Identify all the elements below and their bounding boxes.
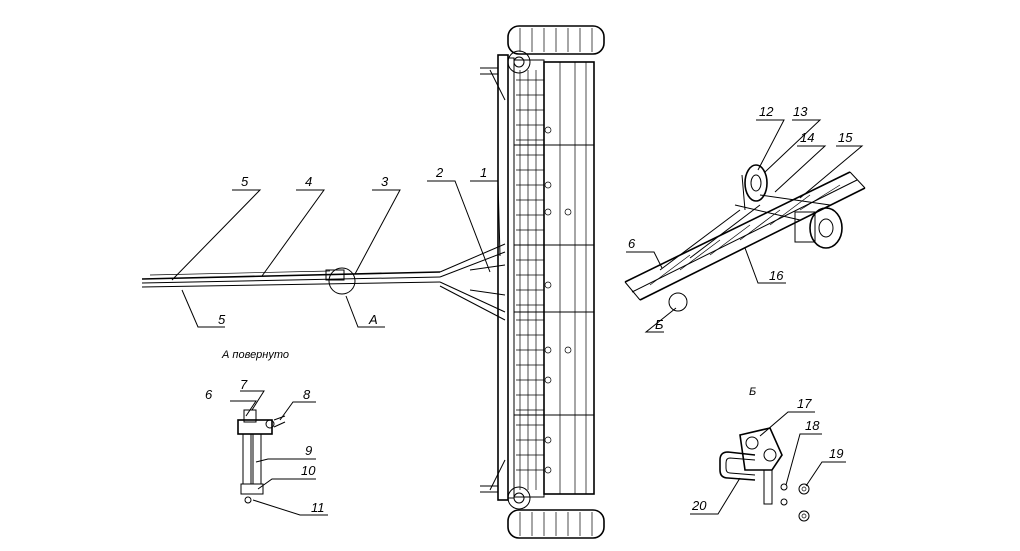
callout-9: 9 — [305, 443, 312, 458]
detail-a — [237, 409, 286, 504]
transport-wheel-bottom — [507, 486, 605, 539]
callout-5-top: 5 — [241, 174, 249, 189]
callout-7: 7 — [240, 377, 248, 392]
callout-10: 10 — [301, 463, 316, 478]
callout-labels: 1 2 3 4 5 5 А А повернуто 6 7 8 9 10 11 … — [205, 104, 853, 515]
callout-15: 15 — [838, 130, 853, 145]
callout-12: 12 — [759, 104, 774, 119]
callout-16: 16 — [769, 268, 784, 283]
seed-coulters — [516, 79, 572, 474]
drawbar — [141, 243, 506, 321]
callout-1: 1 — [480, 165, 487, 180]
callout-8: 8 — [303, 387, 311, 402]
view-a-caption: А повернуто — [221, 349, 289, 361]
isometric-view — [624, 164, 866, 312]
callout-17: 17 — [797, 396, 812, 411]
callout-13: 13 — [793, 104, 808, 119]
callout-4: 4 — [305, 174, 312, 189]
view-b-caption: Б — [749, 386, 756, 398]
callout-14: 14 — [800, 130, 814, 145]
callout-6-detail: 6 — [205, 387, 213, 402]
callout-11: 11 — [311, 500, 325, 515]
callout-2: 2 — [435, 165, 444, 180]
seeder-frame — [480, 54, 595, 501]
callout-b-iso: Б — [655, 317, 664, 332]
callout-18: 18 — [805, 418, 820, 433]
transport-wheel-top — [507, 25, 605, 74]
callout-20: 20 — [691, 498, 707, 513]
detail-b — [719, 427, 810, 522]
callout-3: 3 — [381, 174, 389, 189]
callout-5-bottom: 5 — [218, 312, 226, 327]
callout-19: 19 — [829, 446, 843, 461]
callout-6-iso: 6 — [628, 236, 636, 251]
callout-a: А — [368, 312, 378, 327]
leader-lines — [171, 119, 864, 516]
